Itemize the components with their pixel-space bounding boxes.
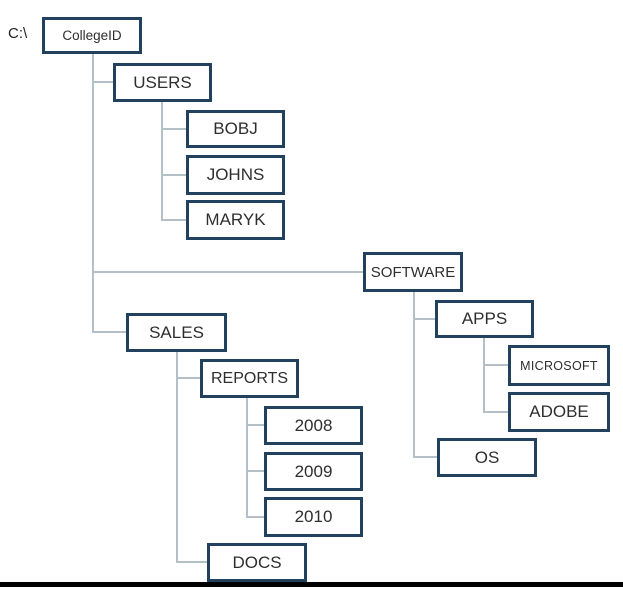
- node-2010: 2010: [264, 497, 363, 537]
- connector-reports-trunk: [246, 398, 248, 518]
- node-collegeid-label: CollegeID: [62, 28, 122, 43]
- node-docs: DOCS: [207, 543, 307, 582]
- node-johns-label: JOHNS: [206, 165, 265, 184]
- node-sales: SALES: [126, 313, 227, 352]
- node-microsoft-label: MICROSOFT: [520, 358, 598, 373]
- node-users: USERS: [113, 63, 212, 102]
- connector-stub-maryk: [161, 219, 187, 221]
- connector-stub-2010: [246, 516, 265, 518]
- connector-stub-2008: [246, 424, 265, 426]
- connector-stub-bobj: [161, 128, 187, 130]
- node-collegeid: CollegeID: [42, 17, 142, 54]
- connector-stub-adobe: [483, 411, 509, 413]
- connector-stub-docs: [176, 561, 208, 563]
- connector-stub-apps: [413, 318, 436, 320]
- connector-stub-os: [413, 456, 438, 458]
- connector-sales-trunk: [176, 352, 178, 563]
- connector-stub-johns: [161, 174, 187, 176]
- connector-stub-software: [92, 271, 363, 273]
- node-maryk: MARYK: [186, 200, 285, 240]
- connector-stub-users: [92, 81, 114, 83]
- drive-label: C:\: [8, 25, 28, 42]
- node-adobe: ADOBE: [508, 392, 610, 432]
- node-microsoft: MICROSOFT: [508, 345, 610, 386]
- node-sales-label: SALES: [149, 322, 204, 342]
- node-adobe-label: ADOBE: [529, 402, 589, 421]
- node-apps-label: APPS: [461, 309, 508, 328]
- node-os-label: OS: [474, 447, 500, 467]
- node-reports: REPORTS: [200, 359, 299, 398]
- node-maryk-label: MARYK: [205, 210, 266, 229]
- node-2008-label: 2008: [294, 415, 333, 435]
- node-johns: JOHNS: [186, 155, 285, 195]
- node-2008: 2008: [264, 406, 363, 445]
- node-2009-label: 2009: [294, 461, 333, 481]
- connector-users-trunk: [161, 102, 163, 221]
- connector-stub-reports: [176, 377, 201, 379]
- connector-stub-sales: [92, 331, 127, 333]
- node-apps: APPS: [435, 300, 534, 338]
- node-reports-label: REPORTS: [210, 369, 289, 387]
- bottom-border-bar: [0, 582, 623, 587]
- node-software-label: SOFTWARE: [370, 263, 456, 281]
- connector-stub-2009: [246, 470, 265, 472]
- node-users-label: USERS: [133, 72, 192, 92]
- node-2010-label: 2010: [294, 507, 333, 526]
- connector-apps-trunk: [483, 338, 485, 413]
- connector-stub-microsoft: [483, 364, 509, 366]
- connector-collegeid-trunk: [92, 54, 94, 333]
- node-os: OS: [437, 438, 537, 477]
- node-bobj: BOBJ: [186, 110, 285, 148]
- node-bobj-label: BOBJ: [213, 119, 258, 138]
- node-2009: 2009: [264, 452, 363, 491]
- node-docs-label: DOCS: [232, 552, 282, 572]
- connector-software-trunk: [413, 292, 415, 458]
- node-software: SOFTWARE: [363, 252, 463, 292]
